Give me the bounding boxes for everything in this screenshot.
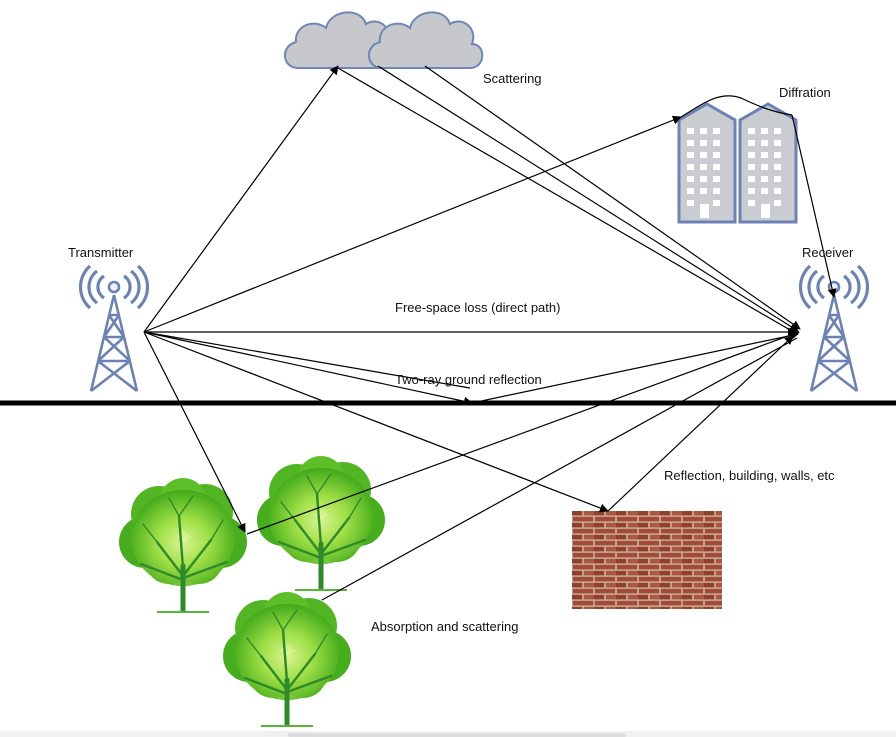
scattering-label: Scattering (483, 71, 542, 86)
ground-incident-arrow (143, 331, 473, 406)
tree-icon (223, 592, 351, 726)
propagation-paths (143, 65, 837, 601)
scatter-up-arrow (143, 65, 339, 333)
transmitter-label: Transmitter (68, 245, 134, 260)
scatter-down-arrow (424, 65, 801, 330)
wall-reflected-arrow (607, 335, 794, 512)
tree-incident-arrow (143, 331, 246, 533)
absorption-label: Absorption and scattering (371, 619, 518, 634)
brick-wall-icon (572, 511, 722, 609)
horizontal-scrollbar-thumb[interactable] (288, 733, 626, 737)
wall-incident-arrow (143, 331, 609, 513)
cloud-icon (367, 11, 484, 69)
diffraction-down-arrow (791, 114, 837, 298)
transmitter-tower-icon (78, 264, 150, 393)
diffraction-label: Diffration (779, 85, 831, 100)
free-space-label: Free-space loss (direct path) (395, 300, 560, 315)
tree-scatter-arrow (246, 330, 800, 535)
reflection-label: Reflection, building, walls, etc (664, 468, 835, 483)
diffraction-curve (680, 95, 793, 118)
scatter-down-arrow (377, 65, 799, 332)
ground-reflected-arrow (471, 331, 799, 404)
two-ray-label: Two-ray ground reflection (395, 372, 542, 387)
tree-scatter-line (321, 337, 798, 601)
ground-incident-line (143, 331, 471, 389)
scatter-down-arrow (337, 67, 798, 335)
building-icon (677, 102, 798, 224)
receiver-tower-icon (798, 264, 870, 393)
receiver-label: Receiver (802, 245, 854, 260)
diffraction-up-arrow (143, 115, 682, 333)
